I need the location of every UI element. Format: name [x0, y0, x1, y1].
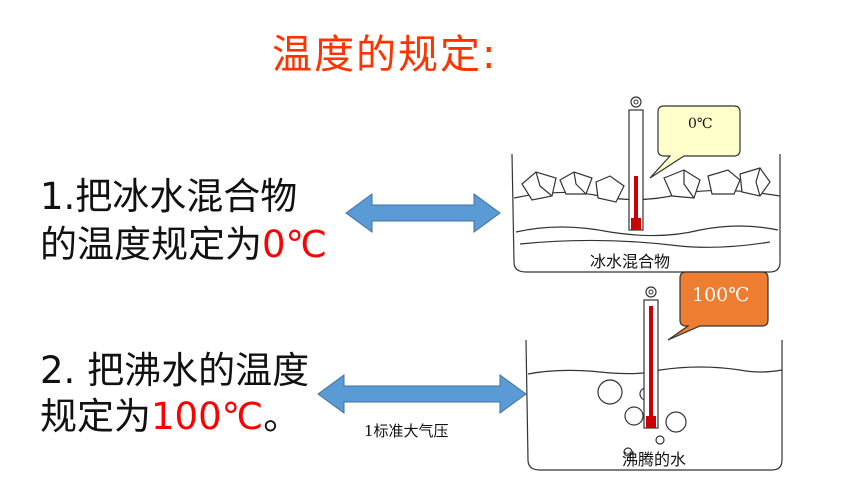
- page-title: 温度的规定:: [272, 32, 498, 78]
- rule1-value: 0℃: [262, 223, 328, 266]
- callout-bubble: [667, 271, 769, 341]
- thermometer-icon: [643, 286, 659, 429]
- rule2-line2-text: 规定为: [40, 395, 151, 438]
- double-arrow-icon: [317, 374, 527, 414]
- bubbles-icon: [597, 379, 687, 457]
- ice-cubes-icon: [521, 167, 771, 203]
- callout-cold-text: 0℃: [688, 116, 713, 132]
- double-arrow-icon: [345, 193, 501, 233]
- rule2-line1: 2. 把沸水的温度: [40, 349, 310, 392]
- thermometer-icon: [628, 96, 644, 231]
- boiling-water-caption: 沸腾的水: [622, 450, 687, 469]
- boiling-water-beaker: [525, 339, 783, 471]
- callout-bubble: [649, 105, 741, 179]
- rule1-line2-text: 的温度规定为: [40, 223, 262, 266]
- rule1-line1: 1.把冰水混合物: [40, 175, 298, 218]
- pressure-label: 1标准大气压: [364, 422, 449, 440]
- rule2-value: 100℃: [151, 395, 264, 438]
- callout-hot-text: 100℃: [692, 284, 750, 306]
- ice-water-caption: 冰水混合物: [590, 252, 671, 271]
- rule2-line2: 规定为100℃。: [40, 386, 300, 440]
- rule2-suffix: 。: [263, 395, 301, 438]
- ice-water-beaker: [511, 153, 781, 273]
- rule1-line2: 的温度规定为0℃: [40, 214, 327, 268]
